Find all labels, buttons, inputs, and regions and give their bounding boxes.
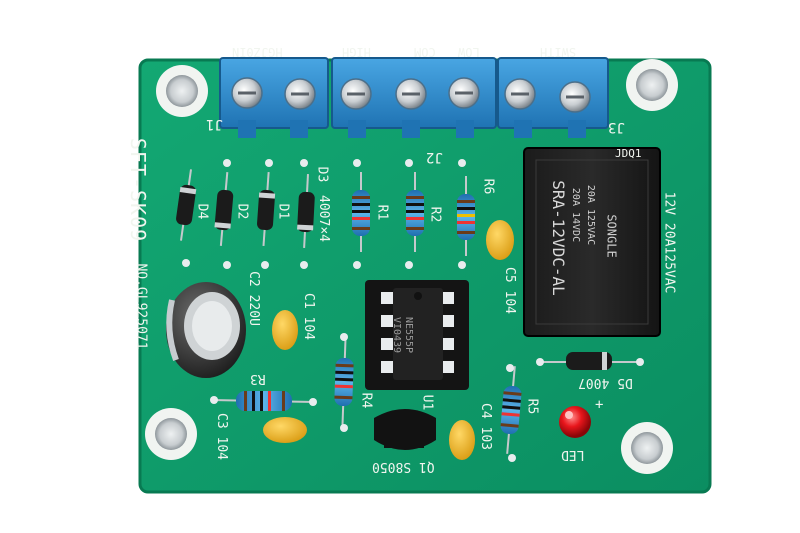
- r2-label: R2: [427, 206, 443, 223]
- terminal-label-com: COM: [414, 45, 436, 59]
- ic-marking-2: VI0439: [391, 316, 403, 354]
- r4-label: R4: [358, 392, 374, 409]
- relay-rating-1: 20A 14VDC: [570, 187, 582, 243]
- c3-label: C3 104: [213, 413, 229, 460]
- diode-bridge: [176, 169, 315, 249]
- relay: [523, 147, 661, 337]
- d1-label: D1: [275, 203, 291, 220]
- relay-model-label: SRA-12VDC-AL: [548, 180, 568, 296]
- resistors: [211, 172, 522, 454]
- bridge-note-label: 4007×4: [315, 195, 331, 242]
- terminal-label-low: LOW: [458, 45, 480, 59]
- transistor-q1: [374, 409, 436, 450]
- electrolytic-capacitor-c2: [166, 282, 246, 378]
- u1-label: U1: [419, 394, 435, 411]
- relay-brand: SONGLE: [604, 214, 619, 258]
- r1-label: R1: [374, 204, 390, 221]
- r3-label: R3: [250, 371, 266, 386]
- relay-rating-2: 20A 125VAC: [585, 184, 597, 246]
- diode-d5: [540, 352, 640, 370]
- board-model-label: SFT-SK09: [126, 137, 151, 243]
- d2-label: D2: [234, 203, 250, 220]
- mounting-hole-tr: [626, 59, 678, 111]
- j1-label: J1: [206, 116, 223, 132]
- terminal-label-swith: SWITH: [540, 45, 577, 59]
- q1-label: Q1 S8050: [372, 459, 435, 474]
- relay-ref-label: JDQ1: [615, 147, 642, 160]
- c2-label: C2 220U: [245, 271, 261, 326]
- j2-label: J2: [426, 149, 443, 165]
- c4-label: C4 103: [477, 403, 493, 450]
- d3-label: D3: [314, 166, 330, 183]
- c5-label: C5 104: [501, 267, 517, 314]
- terminal-label-high: HIGH: [342, 45, 371, 59]
- led: [559, 406, 591, 438]
- r5-label: R5: [524, 398, 540, 415]
- mounting-hole-bl: [145, 408, 197, 460]
- solder-pads: [182, 159, 644, 462]
- ic-u1: [365, 280, 469, 390]
- ceramic-capacitors: [263, 220, 514, 460]
- d5-label: D5 4007: [578, 375, 633, 390]
- d4-label: D4: [194, 203, 210, 220]
- board-serial-label: NO.GL925071: [133, 263, 149, 350]
- led-label: LED: [561, 447, 585, 462]
- mounting-hole-tl: [156, 65, 208, 117]
- terminal-label-hgjz0in: HGJZ0IN: [232, 45, 283, 59]
- mounting-hole-br: [621, 422, 673, 474]
- led-polarity: +: [595, 397, 604, 413]
- c1-label: C1 104: [300, 293, 316, 340]
- terminal-block-j1: [219, 57, 329, 138]
- r6-label: R6: [480, 178, 496, 195]
- ic-marking-1: NE555P: [403, 316, 415, 354]
- terminal-screws: [231, 77, 591, 113]
- j3-label: J3: [608, 119, 625, 135]
- relay-side-label: 12V 20A125VAC: [661, 191, 677, 294]
